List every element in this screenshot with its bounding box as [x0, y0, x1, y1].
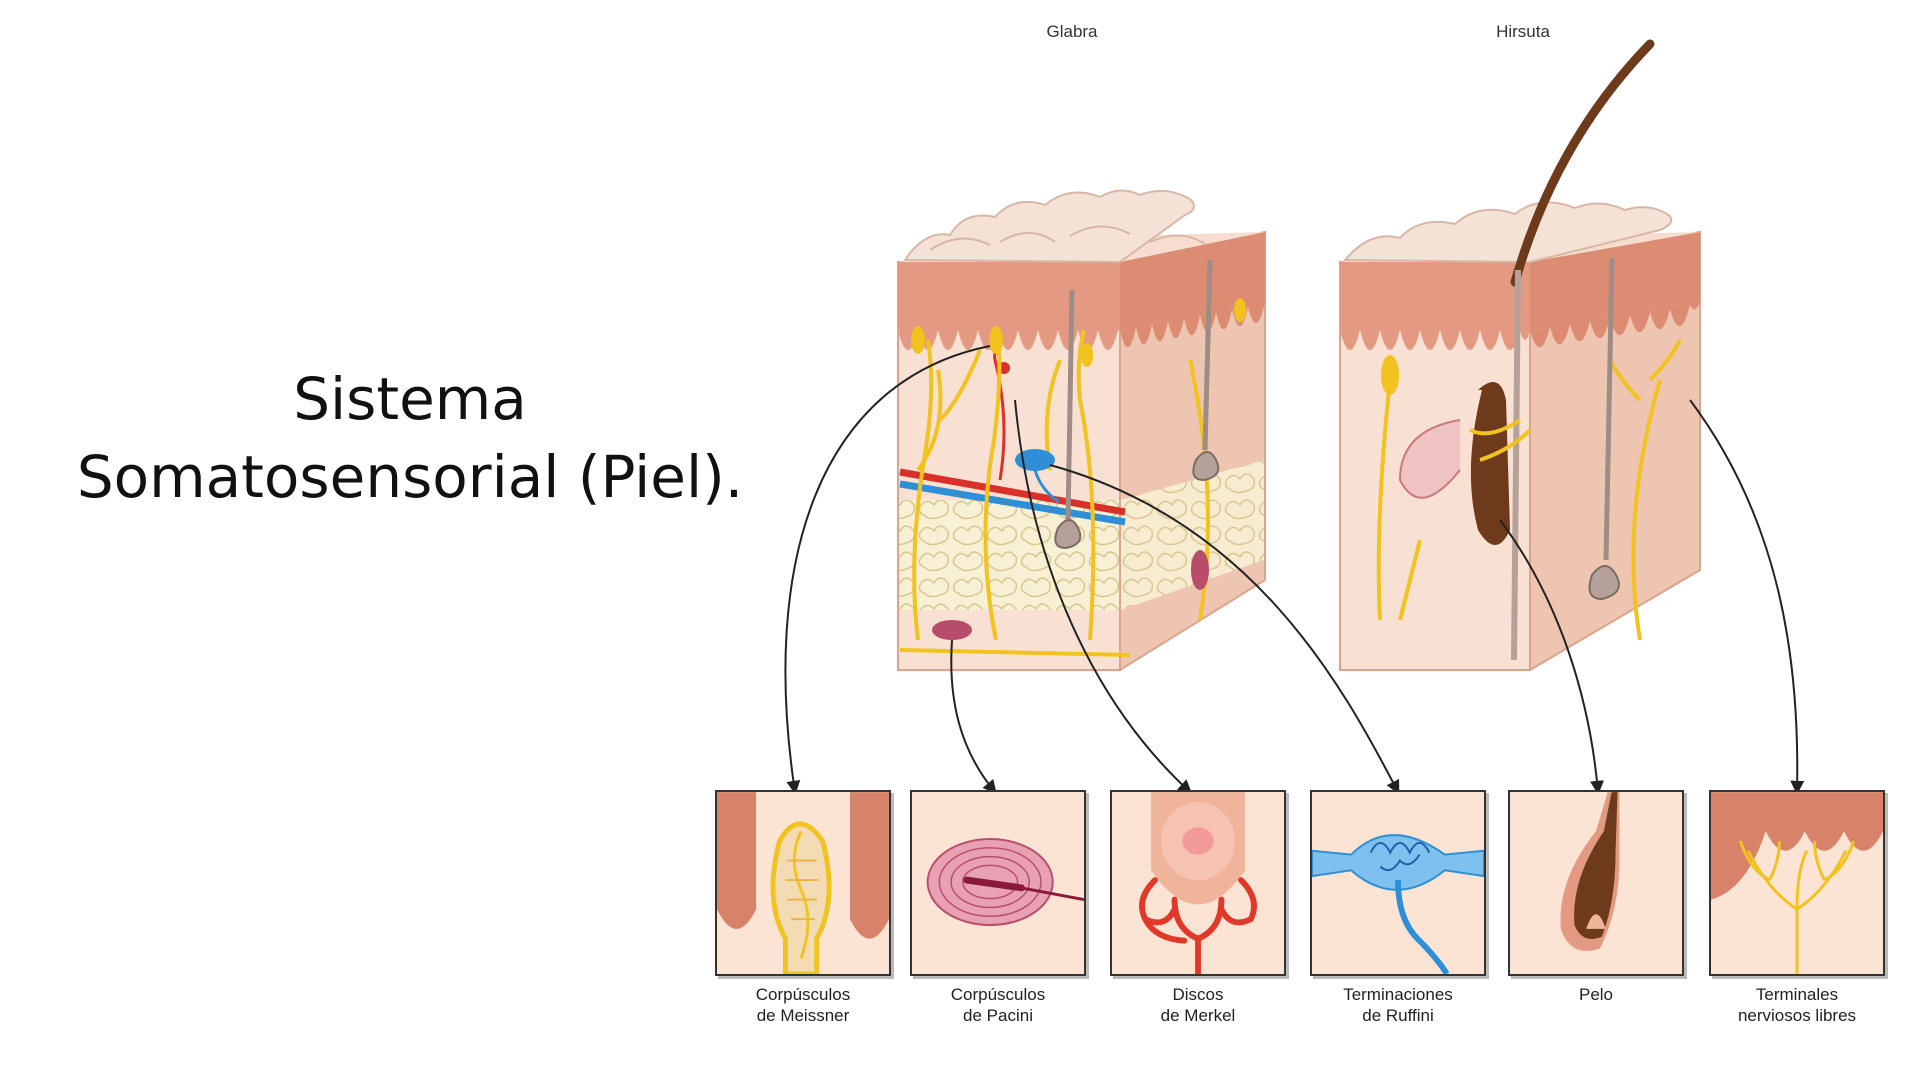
caption-line: Discos — [1172, 985, 1224, 1004]
merkel-disc-icon — [1112, 792, 1284, 974]
connector-arrows — [784, 345, 1805, 795]
caption-line: Terminaciones — [1343, 985, 1453, 1004]
free-nerve-endings-icon — [1711, 792, 1883, 974]
hair-follicle-icon — [1510, 792, 1682, 974]
panel-corpusculos-de-meissner — [715, 790, 891, 976]
ruffini-ending-icon — [1312, 792, 1484, 974]
hairy-skin-block — [1339, 39, 1701, 672]
caption-line: Corpúsculos — [950, 985, 1046, 1004]
panel-discos-de-merkel — [1110, 790, 1286, 976]
arrow-pelo — [1499, 519, 1605, 795]
caption-line: de Merkel — [1160, 1006, 1236, 1025]
panel-terminaciones-de-ruffini — [1310, 790, 1486, 976]
caption-line: de Pacini — [963, 1006, 1033, 1025]
caption-line: de Ruffini — [1362, 1006, 1434, 1025]
caption-line: Terminales — [1755, 985, 1839, 1004]
caption-line: de Meissner — [756, 1006, 850, 1025]
caption-line: Corpúsculos — [755, 985, 851, 1004]
pacinian-corpuscle-icon — [912, 792, 1084, 974]
arrow-terminales — [1689, 399, 1805, 795]
meissner-corpuscle-icon — [717, 792, 889, 974]
arrow-meissner — [784, 345, 991, 795]
caption-corpusculos-de-meissner: Corpúsculos de Meissner — [715, 984, 891, 1026]
caption-line: nerviosos libres — [1737, 1006, 1857, 1025]
arrow-pacini — [950, 639, 997, 795]
glabrous-skin-block — [897, 189, 1266, 672]
label-hirsuta: Hirsuta — [1496, 22, 1550, 41]
caption-line: Pelo — [1578, 985, 1614, 1004]
panel-terminales-nerviosos-libres — [1709, 790, 1885, 976]
label-glabra: Glabra — [1046, 22, 1098, 41]
arrow-ruffini — [1049, 464, 1400, 795]
caption-terminaciones-de-ruffini: Terminaciones de Ruffini — [1310, 984, 1486, 1026]
panel-corpusculos-de-pacini — [910, 790, 1086, 976]
caption-discos-de-merkel: Discos de Merkel — [1110, 984, 1286, 1026]
caption-corpusculos-de-pacini: Corpúsculos de Pacini — [910, 984, 1086, 1026]
title-line-1: Sistema — [293, 365, 527, 433]
slide-title: Sistema Somatosensorial (Piel). — [60, 360, 760, 516]
arrow-merkel — [1014, 399, 1193, 794]
title-line-2: Somatosensorial (Piel). — [76, 443, 744, 511]
panel-pelo — [1508, 790, 1684, 976]
caption-terminales-nerviosos-libres: Terminales nerviosos libres — [1709, 984, 1885, 1026]
caption-pelo: Pelo — [1508, 984, 1684, 1005]
